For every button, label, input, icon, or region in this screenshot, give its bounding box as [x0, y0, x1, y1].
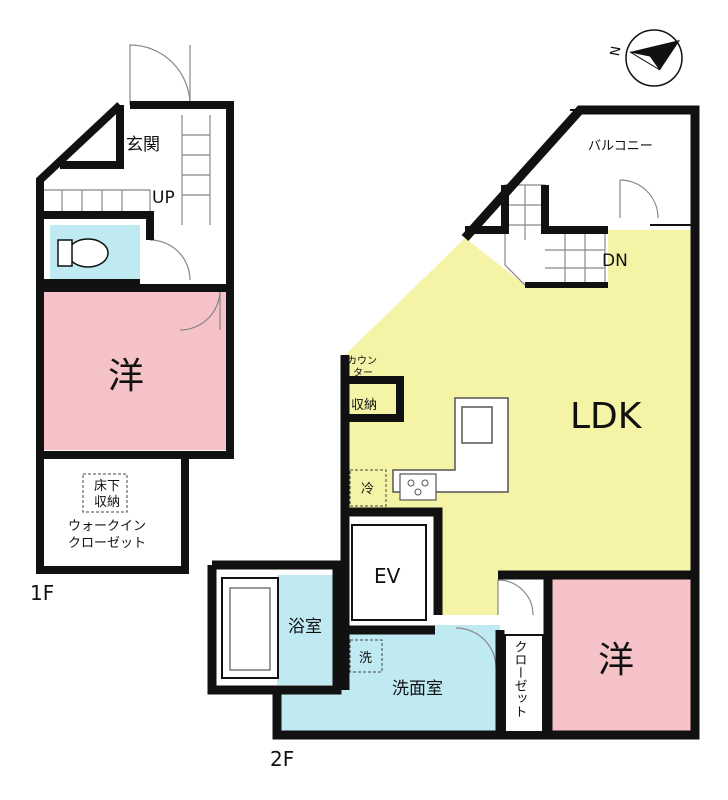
label-ldk: LDK — [570, 396, 643, 437]
balcony-wall — [570, 109, 693, 226]
label-ev: EV — [374, 564, 401, 588]
label-storage: 収納 — [351, 398, 377, 413]
western-room-2f — [548, 577, 695, 732]
label-underfloor-2: 収納 — [94, 495, 120, 510]
washroom — [277, 625, 500, 735]
floor-label-1f: 1F — [30, 581, 54, 605]
compass-label: N — [608, 45, 624, 57]
bathroom — [277, 575, 337, 685]
compass: N — [608, 29, 683, 87]
label-up: UP — [152, 188, 175, 208]
label-washer: 洗 — [359, 651, 372, 666]
floor-label-2f: 2F — [270, 747, 294, 771]
walls-1f — [36, 101, 234, 574]
fridge-space — [349, 469, 387, 507]
toilet-fixture — [57, 238, 109, 268]
closet-2f — [504, 634, 544, 733]
floor-2: バルコニー DN LDK カウン ター 収納 冷 EV 浴室 洗 洗面室 クロー… — [207, 105, 700, 771]
label-western-2f: 洋 — [598, 640, 634, 681]
doors-1f — [129, 44, 221, 331]
ldk-area — [345, 230, 695, 615]
western-room-1f — [40, 290, 230, 450]
elevator — [351, 524, 427, 621]
label-counter-1: カウン — [347, 355, 377, 367]
label-closet-2f: クローゼット — [512, 640, 528, 718]
balcony — [570, 110, 692, 225]
washer-space — [349, 639, 383, 673]
label-counter-2: ター — [353, 367, 373, 379]
floor-1: 玄関 UP 洋 床下 収納 ウォークイン クローゼット 1F — [30, 44, 234, 605]
label-fridge: 冷 — [361, 482, 374, 497]
label-western-1f: 洋 — [108, 356, 144, 397]
staircase-1f — [42, 115, 211, 225]
label-entrance: 玄関 — [126, 135, 160, 155]
label-walkin-2: クローゼット — [68, 536, 146, 551]
underfloor-storage-box — [82, 473, 128, 513]
kitchen-counter — [392, 397, 509, 501]
label-washroom: 洗面室 — [392, 679, 443, 699]
label-underfloor-1: 床下 — [94, 479, 120, 494]
label-bath: 浴室 — [288, 617, 322, 637]
doors-2f — [455, 179, 659, 669]
label-dn: DN — [602, 251, 628, 271]
label-walkin-1: ウォークイン — [68, 519, 146, 534]
walls-2f — [207, 105, 700, 740]
label-balcony: バルコニー — [588, 139, 653, 154]
